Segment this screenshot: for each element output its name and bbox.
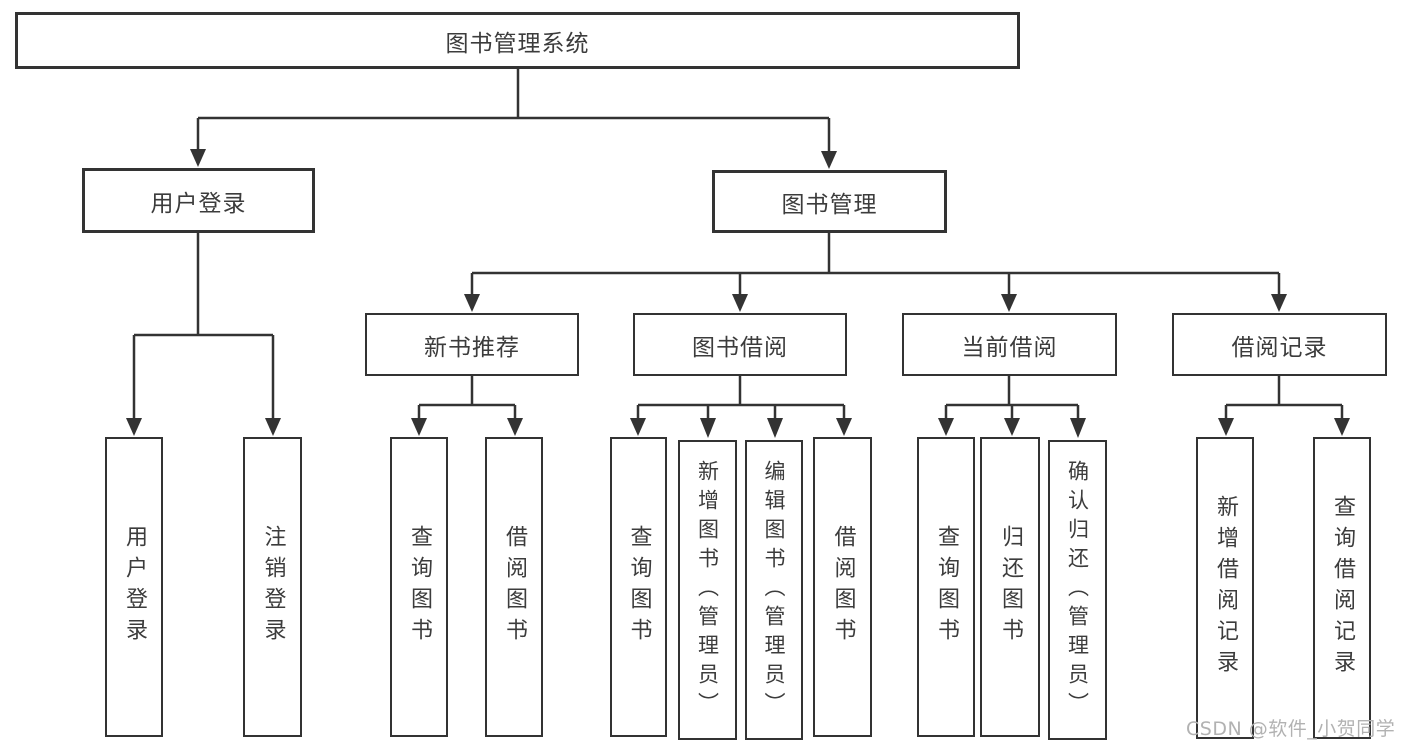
arrowhead [1001,294,1017,312]
leaf-user-login: 用户登录 [105,437,163,737]
csdn-watermark: CSDN @软件_小贺同学 [1186,718,1396,740]
leaf-br-add-record-label: 新增借阅记录 [1213,495,1238,681]
leaf-bb-query-books-label: 查询图书 [626,525,652,649]
leaf-rec-borrow-books-label: 借阅图书 [502,525,527,649]
arrowhead [1271,294,1287,312]
leaf-rec-borrow-books: 借阅图书 [485,437,543,737]
arrowhead [190,149,206,167]
node-new-book-recommendation: 新书推荐 [365,313,579,376]
leaf-logout: 注销登录 [243,437,302,737]
leaf-bb-edit-books-admin: 编辑图书︵管理员︶ [745,440,803,740]
leaf-cb-return-books-label: 归还图书 [998,525,1023,649]
leaf-bb-borrow-books: 借阅图书 [813,437,872,737]
leaf-br-add-record: 新增借阅记录 [1196,437,1254,739]
arrowhead [411,418,427,436]
connector-borrow-records-to-children [1218,376,1350,436]
arrowhead [938,418,954,436]
node-library-management-system: 图书管理系统 [15,12,1020,69]
leaf-bb-add-books-admin: 新增图书︵管理员︶ [678,440,737,740]
leaf-bb-add-books-admin-label: 新增图书︵管理员︶ [695,459,720,721]
arrowhead [265,418,281,436]
arrowhead [464,294,480,312]
node-book-management: 图书管理 [712,170,947,233]
arrowhead [821,151,837,169]
node-current-borrowing: 当前借阅 [902,313,1117,376]
leaf-br-query-record-label: 查询借阅记录 [1330,495,1355,681]
connector-book-borrow-to-children [630,376,852,438]
connector-new-book-rec-to-children [411,376,523,436]
leaf-rec-query-books: 查询图书 [390,437,448,737]
leaf-cb-return-books: 归还图书 [980,437,1040,737]
leaf-bb-query-books: 查询图书 [610,437,667,737]
leaf-cb-query-books-label: 查询图书 [934,525,959,649]
leaf-br-query-record: 查询借阅记录 [1313,437,1371,739]
arrowhead [1004,418,1020,436]
leaf-bb-borrow-books-label: 借阅图书 [830,525,856,649]
arrowhead [1070,418,1086,438]
arrowhead [126,418,142,436]
leaf-cb-query-books: 查询图书 [917,437,975,737]
arrowhead [700,418,716,438]
arrowhead [1218,418,1234,436]
connector-book-mgmt-to-level3 [464,233,1287,312]
node-book-borrowing: 图书借阅 [633,313,847,376]
leaf-bb-edit-books-admin-label: 编辑图书︵管理员︶ [762,459,786,721]
arrowhead [1334,418,1350,436]
arrowhead [836,418,852,436]
arrowhead [630,418,646,436]
connector-current-borrow-to-children [938,376,1086,438]
leaf-cb-confirm-return-admin: 确认归还︵管理员︶ [1048,440,1107,740]
arrowhead [507,418,523,436]
node-user-login: 用户登录 [82,168,315,233]
leaf-user-login-label: 用户登录 [122,525,147,649]
leaf-logout-label: 注销登录 [260,525,286,649]
leaf-cb-confirm-return-admin-label: 确认归还︵管理员︶ [1065,459,1090,721]
arrowhead [732,294,748,312]
connector-root-to-level2 [190,68,837,169]
arrowhead [767,418,783,438]
leaf-rec-query-books-label: 查询图书 [407,525,432,649]
connector-user-login-to-children [126,233,281,436]
node-borrowing-records: 借阅记录 [1172,313,1387,376]
